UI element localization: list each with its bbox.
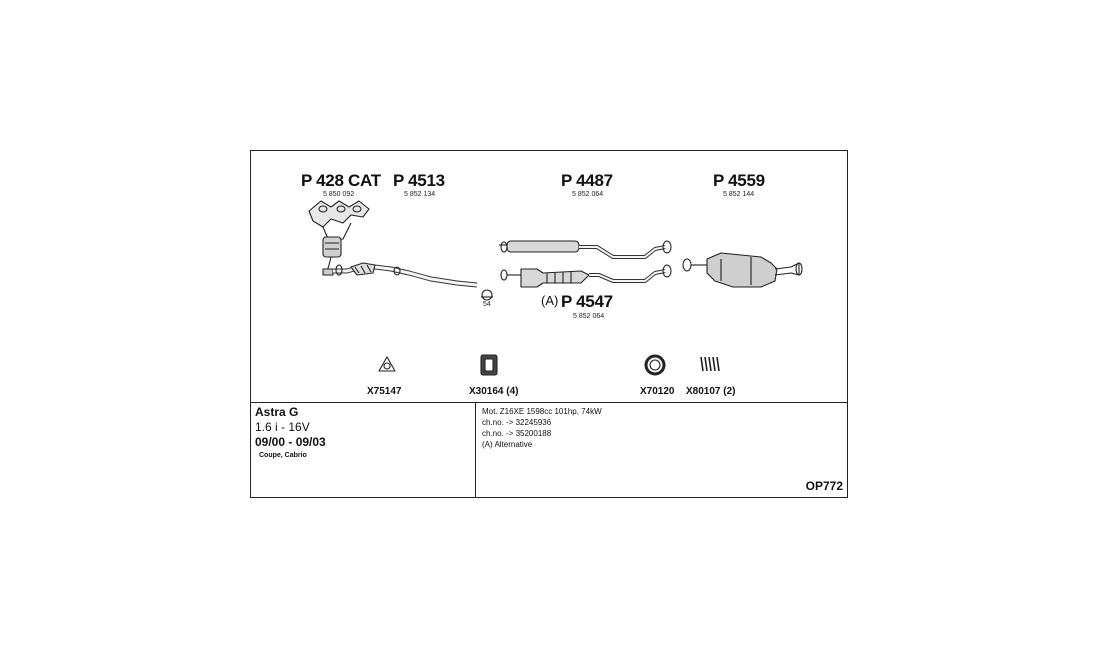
spring-icon — [700, 356, 720, 372]
clamp-part — [481, 289, 493, 301]
oem-number-catalyst: 5 850 092 — [323, 191, 355, 198]
ring-gasket-icon — [644, 354, 666, 376]
front-pipe-part — [333, 262, 478, 288]
oem-number-front-pipe: 5 852 134 — [404, 191, 436, 198]
part-number-catalyst: P 428 CAT — [301, 171, 381, 190]
rubber-mount-icon — [480, 354, 498, 376]
part-number-rear-silencer: P 4559 — [713, 171, 765, 190]
rear-silencer-part — [682, 252, 803, 288]
note-alternative: (A) Alternative — [482, 440, 533, 449]
divider-vertical — [475, 402, 476, 497]
alternative-silencer-part — [500, 264, 672, 288]
part-number-front-pipe: P 4513 — [393, 171, 445, 190]
accessory-code-spring: X80107 (2) — [686, 386, 736, 397]
diagram-reference: OP772 — [805, 479, 843, 493]
oem-number-middle-silencer: 5 852 064 — [572, 191, 604, 198]
note-chassis-from: ch.no. -> 32245936 — [482, 418, 552, 427]
alternative-prefix: (A) — [541, 293, 559, 308]
part-number-middle-silencer: P 4487 — [561, 171, 613, 190]
manifold-catalyst-part — [308, 200, 370, 276]
vehicle-years: 09/00 - 09/03 — [255, 435, 326, 449]
accessory-code-ring-gasket: X70120 — [640, 386, 675, 397]
note-chassis-to: ch.no. -> 35200188 — [482, 429, 552, 438]
vehicle-model: Astra G — [255, 405, 299, 419]
accessory-code-rubber-mount: X30164 (4) — [469, 386, 519, 397]
part-number-alternative-silencer: P 4547 — [561, 292, 613, 311]
note-engine: Mot. Z16XE 1598cc 101hp, 74kW — [482, 407, 602, 416]
oem-number-rear-silencer: 5 852 144 — [723, 191, 755, 198]
clamp-label: 54 — [483, 301, 491, 308]
exhaust-system-drawing — [308, 200, 803, 376]
gasket-icon — [378, 356, 396, 372]
middle-silencer-part — [499, 240, 672, 259]
oem-number-alternative-silencer: 5 852 064 — [573, 313, 605, 320]
divider-horizontal — [251, 402, 847, 403]
vehicle-engine: 1.6 i - 16V — [255, 420, 310, 434]
exhaust-diagram-sheet: P 428 CAT 5 850 092 P 4513 5 852 134 P 4… — [250, 150, 848, 498]
vehicle-body-type: Coupe, Cabrio — [259, 452, 307, 459]
accessory-code-gasket: X75147 — [367, 386, 402, 397]
